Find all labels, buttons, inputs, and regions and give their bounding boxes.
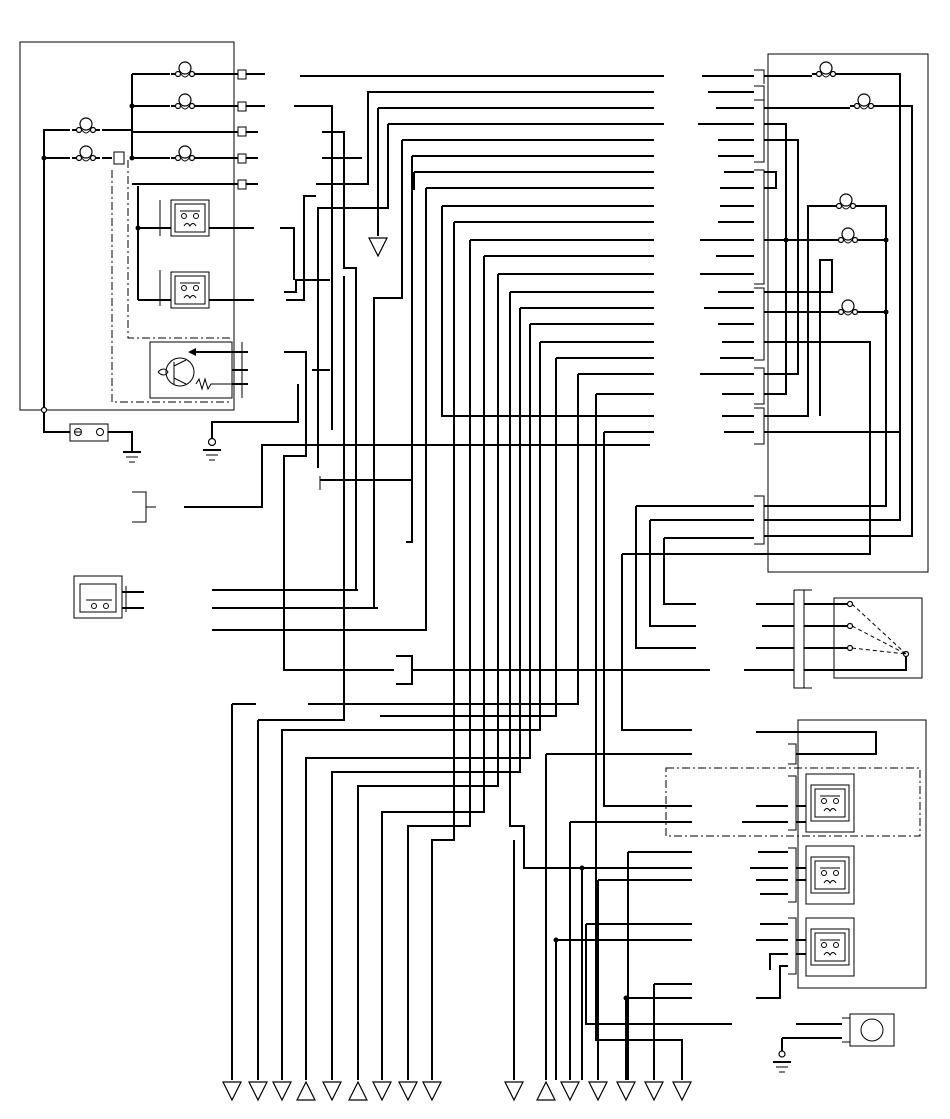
terminal-icon [644,1081,664,1101]
terminal-icon [536,1081,556,1101]
terminal-icon [296,1081,316,1101]
control-unit [149,341,248,399]
right-fuse-box [622,53,929,573]
terminal-icon [616,1081,636,1101]
terminal-icon [422,1081,442,1101]
ground-icon [202,449,222,461]
motor-switch [744,589,923,689]
left-fuse-box [19,41,299,463]
relay-icon [170,271,210,309]
fusible-link-icon [113,151,125,165]
side-connector [132,444,650,523]
ground-icon [122,451,142,463]
left-connector [237,69,265,190]
terminal-icon [348,1081,368,1101]
battery-link [40,406,142,463]
fuse-icon [170,61,200,78]
left-switch-module [73,575,378,619]
terminal-icon [398,1081,418,1101]
terminal-icon [272,1081,292,1101]
relay-icon [810,784,850,822]
bottom-terminals [222,1081,692,1101]
terminal-icon [588,1081,608,1101]
terminal-icon [372,1081,392,1101]
horn [772,1013,895,1073]
terminal-icon [672,1081,692,1101]
fuse-icon [833,299,863,316]
terminal-icon [248,1081,268,1101]
main-harness [212,75,732,1080]
relay-icon [810,928,850,966]
relay-icon [170,199,210,237]
ground-icon [772,1061,792,1073]
fuse-icon [71,145,101,162]
fuse-icon [811,61,841,78]
ground-2 [202,384,299,461]
fuse-icon [170,145,200,162]
fuse-icon [170,93,200,110]
fuse-icon [71,117,101,134]
relay-icon [810,856,850,894]
left-fuse-box-frame [19,41,235,411]
fuse-icon [833,227,863,244]
ground-terminal-icon [368,237,388,257]
terminal-icon [222,1081,242,1101]
terminal-icon [504,1081,524,1101]
relay-box [665,719,927,999]
fuse-icon [849,93,879,110]
terminal-icon [322,1081,342,1101]
terminal-icon [560,1081,580,1101]
fuse-icon [831,193,861,210]
